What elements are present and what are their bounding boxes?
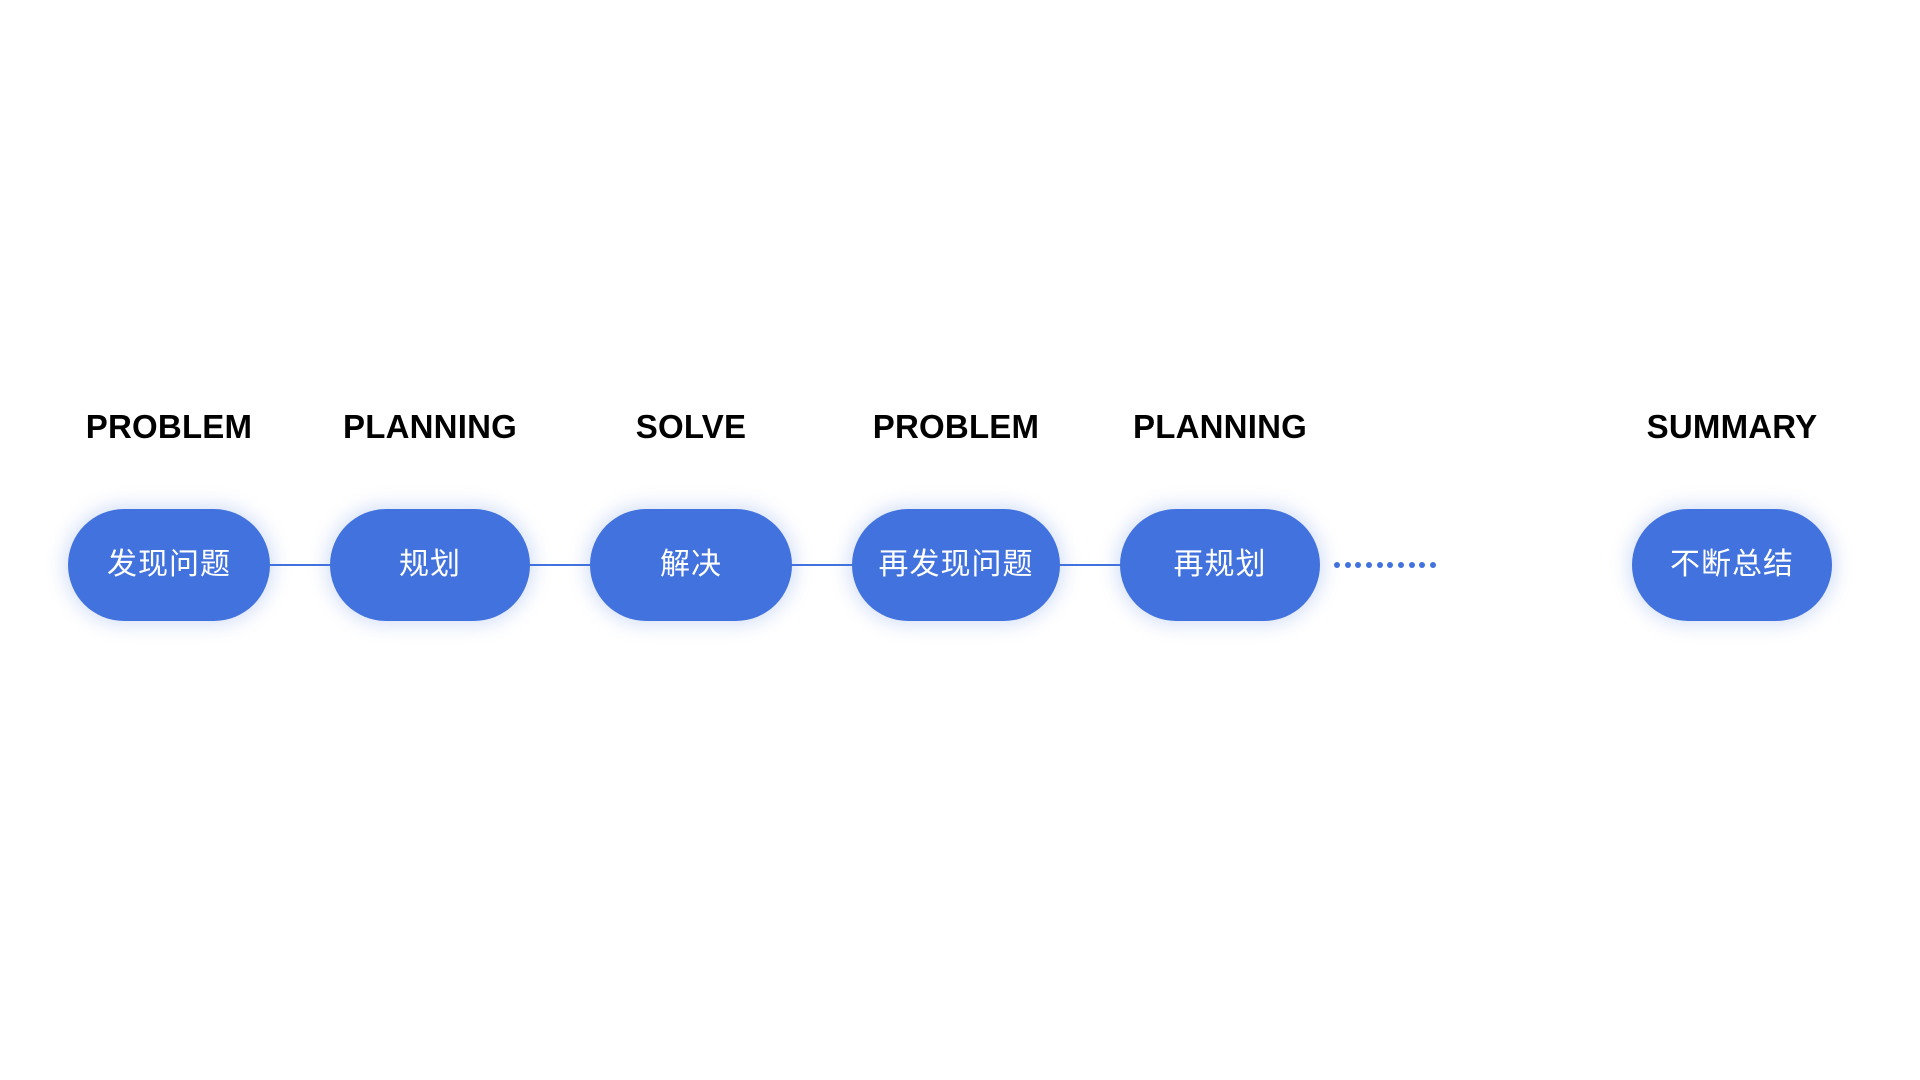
- step-pill-solve[interactable]: 解决: [590, 509, 792, 621]
- continuation-dot: [1387, 562, 1394, 568]
- step-pill-problem-1[interactable]: 发现问题: [68, 509, 270, 621]
- continuation-dot: [1419, 562, 1426, 568]
- continuation-dot: [1334, 562, 1340, 568]
- step-pill-text-solve: 解决: [660, 547, 722, 582]
- step-pill-text-problem-2: 再发现问题: [878, 547, 1034, 582]
- continuation-dot: [1429, 562, 1436, 568]
- step-pill-text-planning-2: 再规划: [1173, 547, 1267, 582]
- step-label-planning-1: PLANNING: [343, 408, 517, 445]
- connector-line-1: [268, 564, 332, 566]
- continuation-dot: [1365, 562, 1372, 568]
- step-label-summary: SUMMARY: [1646, 408, 1818, 445]
- step-planning-1: PLANNING 规划: [330, 0, 530, 1080]
- continuation-dot: [1344, 562, 1351, 568]
- step-label-planning-2: PLANNING: [1133, 408, 1307, 445]
- continuation-dot: [1397, 562, 1404, 568]
- dotted-continuation-line: [1334, 559, 1436, 571]
- step-planning-2: PLANNING 再规划: [1120, 0, 1320, 1080]
- connector-line-3: [790, 564, 854, 566]
- step-pill-planning-1[interactable]: 规划: [330, 509, 530, 621]
- step-solve: SOLVE 解决: [590, 0, 792, 1080]
- continuation-dot: [1408, 562, 1415, 568]
- step-summary: SUMMARY 不断总结: [1632, 0, 1832, 1080]
- continuation-dot: [1376, 562, 1383, 568]
- continuation-dot: [1355, 562, 1362, 568]
- step-label-problem-1: PROBLEM: [85, 408, 253, 445]
- step-pill-planning-2[interactable]: 再规划: [1120, 509, 1320, 621]
- step-label-solve: SOLVE: [635, 408, 747, 445]
- step-pill-text-problem-1: 发现问题: [107, 547, 231, 582]
- step-label-problem-2: PROBLEM: [872, 408, 1040, 445]
- step-pill-summary[interactable]: 不断总结: [1632, 509, 1832, 621]
- step-pill-problem-2[interactable]: 再发现问题: [852, 509, 1060, 621]
- connector-line-4: [1058, 564, 1122, 566]
- step-pill-text-summary: 不断总结: [1670, 547, 1794, 582]
- step-pill-text-planning-1: 规划: [399, 547, 461, 582]
- connector-line-2: [528, 564, 592, 566]
- step-problem-1: PROBLEM 发现问题: [68, 0, 270, 1080]
- step-problem-2: PROBLEM 再发现问题: [852, 0, 1060, 1080]
